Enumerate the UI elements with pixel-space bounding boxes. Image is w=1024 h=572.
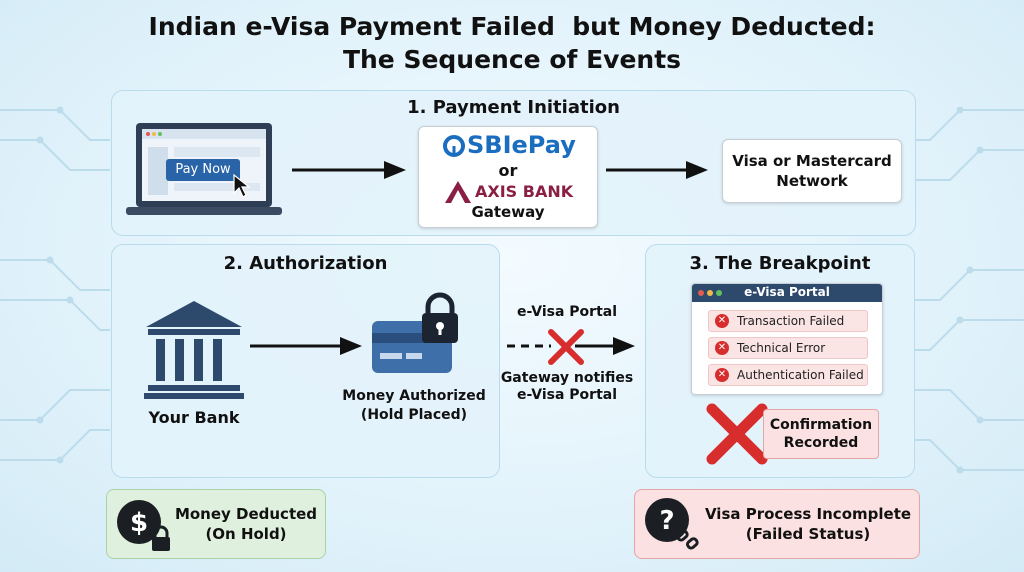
sbi-logo-text: SBIePay <box>467 131 576 159</box>
arrow-to-card <box>250 337 362 355</box>
panel-payment-initiation: 1. Payment Initiation Pay Now SBIePay or… <box>111 90 916 236</box>
money-authorized-label: Money Authorized (Hold Placed) <box>334 387 494 425</box>
step2-title: 2. Authorization <box>223 253 388 274</box>
pay-now-button[interactable]: Pay Now <box>166 159 240 181</box>
svg-text:$: $ <box>130 508 148 538</box>
error-x-icon: ✕ <box>715 341 729 355</box>
your-bank-label: Your Bank <box>148 408 240 427</box>
red-cross-icon <box>706 403 768 465</box>
error-row-authentication-failed: ✕ Authentication Failed <box>708 364 868 386</box>
money-authorized-line-2: (Hold Placed) <box>360 407 468 423</box>
axis-logo-icon <box>445 181 471 203</box>
step3-title: 3. The Breakpoint <box>689 253 871 274</box>
confirmation-line-2: Recorded <box>783 435 859 451</box>
error-text: Authentication Failed <box>737 368 864 382</box>
confirmation-label: Confirmation Recorded <box>764 416 878 452</box>
axis-logo-text: AXIS BANK <box>475 182 574 201</box>
outcome-money-deducted: $ Money Deducted (On Hold) <box>106 489 326 559</box>
portal-title: e-Visa Portal <box>744 285 830 299</box>
window-controls-icon <box>698 290 722 296</box>
broken-arrow-icon <box>507 329 635 365</box>
dollar-lock-icon: $ <box>117 500 170 551</box>
arrow-to-gateway <box>292 161 406 179</box>
title-line-2: The Sequence of Events <box>342 45 682 74</box>
error-row-transaction-failed: ✕ Transaction Failed <box>708 310 868 332</box>
cursor-arrow-icon <box>233 173 251 198</box>
network-line-2: Network <box>776 172 848 190</box>
title-line-1: Indian e-Visa Payment Failed but Money D… <box>148 12 876 41</box>
error-row-technical-error: ✕ Technical Error <box>708 337 868 359</box>
connector-bottom-line-2: e-Visa Portal <box>516 387 618 403</box>
error-x-icon: ✕ <box>715 314 729 328</box>
outcome-right-label: Visa Process Incomplete (Failed Status) <box>701 504 915 544</box>
outcome-right-line-2: (Failed Status) <box>745 525 871 543</box>
network-line-1: Visa or Mastercard <box>732 152 892 170</box>
outcome-left-line-2: (On Hold) <box>205 525 287 543</box>
outcome-right-line-1: Visa Process Incomplete <box>704 505 912 523</box>
step1-title: 1. Payment Initiation <box>407 97 620 118</box>
portal-titlebar <box>692 284 882 302</box>
outcome-visa-incomplete: ? Visa Process Incomplete (Failed Status… <box>634 489 920 559</box>
arrow-to-network <box>606 161 708 179</box>
bank-building-icon <box>144 301 244 399</box>
error-x-icon: ✕ <box>715 368 729 382</box>
panel-authorization: 2. Authorization Your Bank Money Authori… <box>111 244 500 478</box>
confirmation-box: Confirmation Recorded <box>763 409 879 459</box>
gateway-box: SBIePay or AXIS BANK Gateway <box>418 126 598 228</box>
outcome-left-label: Money Deducted (On Hold) <box>171 504 321 544</box>
connector-top-label: e-Visa Portal <box>516 304 618 320</box>
question-broken-link-icon: ? <box>645 498 699 550</box>
network-label: Visa or Mastercard Network <box>723 151 901 191</box>
sbi-logo-icon <box>443 135 465 157</box>
outcome-left-line-1: Money Deducted <box>174 505 318 523</box>
error-text: Transaction Failed <box>737 314 845 328</box>
credit-card-lock-icon <box>372 292 458 373</box>
connector-bottom-line-1: Gateway notifies <box>500 370 634 386</box>
svg-text:?: ? <box>659 506 674 536</box>
connector-bottom-label: Gateway notifies e-Visa Portal <box>498 370 636 404</box>
money-authorized-line-1: Money Authorized <box>342 388 486 404</box>
page-title: Indian e-Visa Payment Failed but Money D… <box>0 12 1024 74</box>
panel-breakpoint: 3. The Breakpoint e-Visa Portal ✕ Transa… <box>645 244 915 478</box>
gateway-label: Gateway <box>471 203 545 221</box>
evisa-portal-window: e-Visa Portal ✕ Transaction Failed ✕ Tec… <box>691 283 883 395</box>
confirmation-line-1: Confirmation <box>769 417 873 433</box>
gateway-or: or <box>498 161 518 180</box>
network-box: Visa or Mastercard Network <box>722 139 902 203</box>
error-text: Technical Error <box>737 341 826 355</box>
